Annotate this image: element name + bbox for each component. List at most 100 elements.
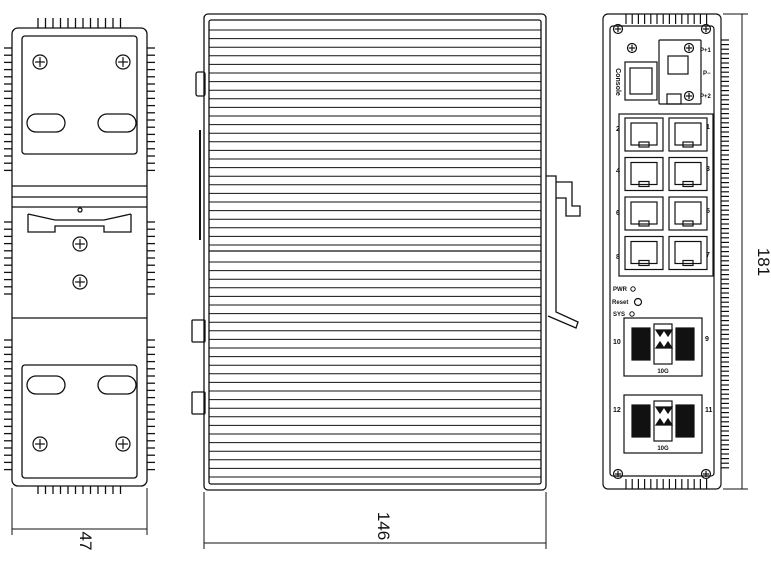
slot-hole-icon — [97, 375, 137, 395]
sfp-led-icon — [654, 417, 674, 426]
rj45-port-latch — [638, 180, 650, 188]
side-connector — [191, 319, 206, 343]
sfp-slot — [675, 327, 695, 361]
din-clip-pin — [77, 207, 83, 213]
length-dimension-label: 146 — [374, 512, 393, 540]
rj45-ports — [624, 117, 708, 271]
screws — [32, 23, 712, 480]
screw-icon — [700, 468, 712, 480]
screw-icon — [683, 90, 695, 102]
port-label-3: 3 — [706, 166, 710, 173]
sys-led-label: SYS — [613, 312, 625, 318]
console-label: Console — [614, 68, 621, 96]
power-label-p2: P+2 — [700, 94, 712, 100]
front-panel-view — [602, 13, 729, 490]
side-fins-right — [147, 47, 155, 471]
console-port-inner — [629, 67, 653, 95]
sfp-speed-label-2: 10G — [657, 446, 669, 452]
sfp-led-icon — [654, 406, 674, 415]
pwr-led-label: PWR — [613, 287, 628, 293]
rj45-port-housing — [668, 196, 708, 231]
screw-icon — [72, 236, 88, 252]
rj45-port-housing — [668, 117, 708, 152]
sfp-slot — [631, 327, 651, 361]
dimension-height — [723, 13, 748, 490]
rj45-port-group — [618, 113, 714, 277]
bottom-bracket-plate — [21, 364, 138, 479]
reset-label: Reset — [612, 300, 628, 306]
sys-led-icon — [629, 311, 635, 317]
rj45-port-housing — [668, 235, 708, 271]
rj45-port-latch — [682, 259, 694, 267]
screw-icon — [115, 54, 131, 70]
rj45-port-opening — [630, 240, 658, 265]
sfp-led-window — [653, 400, 673, 442]
rj45-port — [624, 117, 664, 152]
side-connector — [195, 71, 206, 97]
top-body-inner — [208, 19, 542, 485]
screw-icon — [612, 23, 624, 35]
port-label-5: 5 — [706, 208, 710, 215]
reset-button-icon — [633, 297, 643, 307]
screw-icon — [626, 42, 638, 54]
rj45-port-opening — [674, 240, 702, 265]
side-body-outline — [11, 27, 148, 487]
width-dimension-label: 47 — [76, 532, 95, 551]
screw-icon — [612, 468, 624, 480]
rj45-port — [624, 196, 664, 231]
sfp-label-11: 11 — [705, 407, 713, 414]
rj45-port — [668, 235, 708, 271]
slot-hole-icon — [97, 113, 137, 133]
sfp-led-icon — [654, 329, 674, 338]
rj45-port-opening — [630, 161, 658, 186]
height-dimension-label: 181 — [754, 248, 771, 276]
screw-icon — [683, 42, 695, 54]
din-rail-hook — [556, 181, 581, 217]
port-label-8: 8 — [616, 254, 620, 261]
slot-hole-icon — [26, 375, 66, 395]
front-fins-top — [625, 14, 708, 24]
rj45-port-latch — [638, 220, 650, 227]
screw-icon — [115, 436, 131, 452]
rj45-port-housing — [624, 235, 664, 271]
sfp-label-9: 9 — [705, 336, 709, 343]
rj45-port-opening — [630, 122, 658, 146]
sfp-led-icon — [654, 340, 674, 349]
rj45-port-latch — [682, 180, 694, 188]
sfp-label-10: 10 — [613, 339, 621, 346]
screw-icon — [32, 54, 48, 70]
terminal-notch — [666, 93, 682, 105]
front-fins-right — [721, 39, 729, 469]
rj45-port — [668, 117, 708, 152]
pwr-led-icon — [630, 286, 636, 292]
rj45-port-housing — [668, 156, 708, 192]
sfp-cage-10-9 — [623, 317, 703, 377]
rj45-port-latch — [682, 141, 694, 148]
side-fins-bottom — [37, 486, 122, 494]
sfp-label-12: 12 — [613, 407, 621, 414]
top-view — [191, 13, 581, 491]
din-clip-bracket — [27, 214, 132, 233]
rj45-port-latch — [682, 220, 694, 227]
heat-sink-fins-upper — [209, 29, 541, 246]
din-rail-clip — [546, 175, 579, 329]
port-label-2: 2 — [616, 126, 620, 133]
sfp-slots — [631, 323, 695, 442]
top-body-outline — [203, 13, 547, 491]
front-fins-bottom — [625, 479, 708, 489]
port-label-1: 1 — [706, 124, 710, 131]
side-connector — [191, 391, 206, 415]
din-clip-inner — [27, 213, 132, 221]
sfp-slot — [675, 404, 695, 438]
sfp-speed-label-1: 10G — [657, 369, 669, 375]
side-fins-top — [37, 18, 122, 28]
rj45-port-housing — [624, 156, 664, 192]
rj45-port-opening — [630, 201, 658, 225]
front-panel-face — [609, 25, 715, 477]
slot-hole-icon — [26, 113, 66, 133]
power-label-pminus: P− — [703, 71, 711, 77]
rj45-port — [624, 235, 664, 271]
sfp-led-window — [653, 323, 673, 365]
terminal-connector — [667, 55, 689, 75]
